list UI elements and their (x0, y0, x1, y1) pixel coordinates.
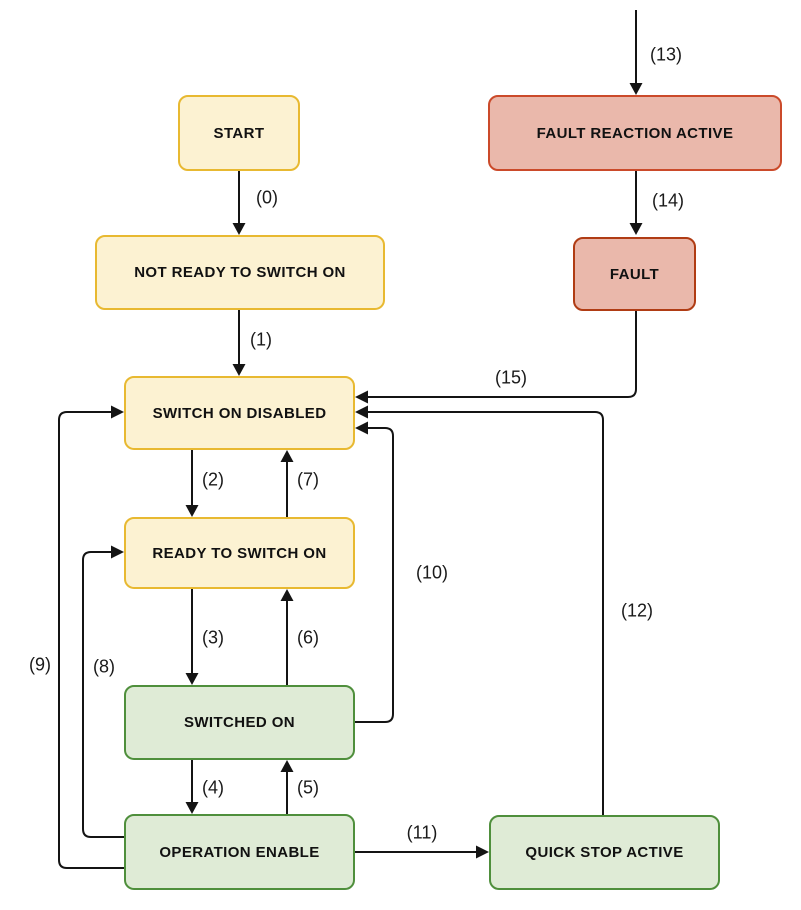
state-fault: FAULT (573, 237, 696, 311)
state-operation-enable: OPERATION ENABLE (124, 814, 355, 890)
transition-10-arrow (355, 421, 394, 723)
transition-5-arrow (280, 760, 294, 814)
transition-6-arrow (280, 589, 294, 685)
state-fault-reaction-active: FAULT REACTION ACTIVE (488, 95, 782, 171)
transition-label-14: (14) (651, 190, 685, 211)
state-ready-to-switch-on: READY TO SWITCH ON (124, 517, 355, 589)
transition-label-0: (0) (256, 187, 278, 208)
transition-label-8: (8) (93, 656, 115, 677)
transition-label-2: (2) (202, 469, 224, 490)
transition-1-arrow (232, 310, 246, 376)
state-switch-on-disabled: SWITCH ON DISABLED (124, 376, 355, 450)
transition-11-arrow (355, 845, 489, 859)
transition-14-arrow (629, 171, 643, 235)
transition-3-arrow (185, 589, 199, 685)
transition-label-10: (10) (415, 562, 449, 583)
state-quick-stop-active: QUICK STOP ACTIVE (489, 815, 720, 890)
transition-label-5: (5) (297, 777, 319, 798)
transition-12-arrow (355, 405, 604, 815)
transition-15-arrow (355, 311, 637, 404)
transition-label-13: (13) (649, 44, 683, 65)
transition-13-arrow (629, 10, 643, 95)
transition-0-arrow (232, 171, 246, 235)
transition-label-15: (15) (494, 367, 528, 388)
transition-9-arrow (58, 405, 124, 869)
state-switched-on: SWITCHED ON (124, 685, 355, 760)
transition-label-4: (4) (202, 777, 224, 798)
transition-8-arrow (82, 545, 124, 838)
transition-7-arrow (280, 450, 294, 517)
transition-label-12: (12) (620, 600, 654, 621)
transition-label-7: (7) (297, 469, 319, 490)
transition-label-3: (3) (202, 627, 224, 648)
transition-label-1: (1) (250, 329, 272, 350)
transition-label-6: (6) (297, 627, 319, 648)
transition-2-arrow (185, 450, 199, 517)
transition-label-9: (9) (29, 654, 51, 675)
transition-label-11: (11) (406, 822, 438, 843)
state-start: START (178, 95, 300, 171)
state-not-ready-to-switch-on: NOT READY TO SWITCH ON (95, 235, 385, 310)
transition-4-arrow (185, 760, 199, 814)
